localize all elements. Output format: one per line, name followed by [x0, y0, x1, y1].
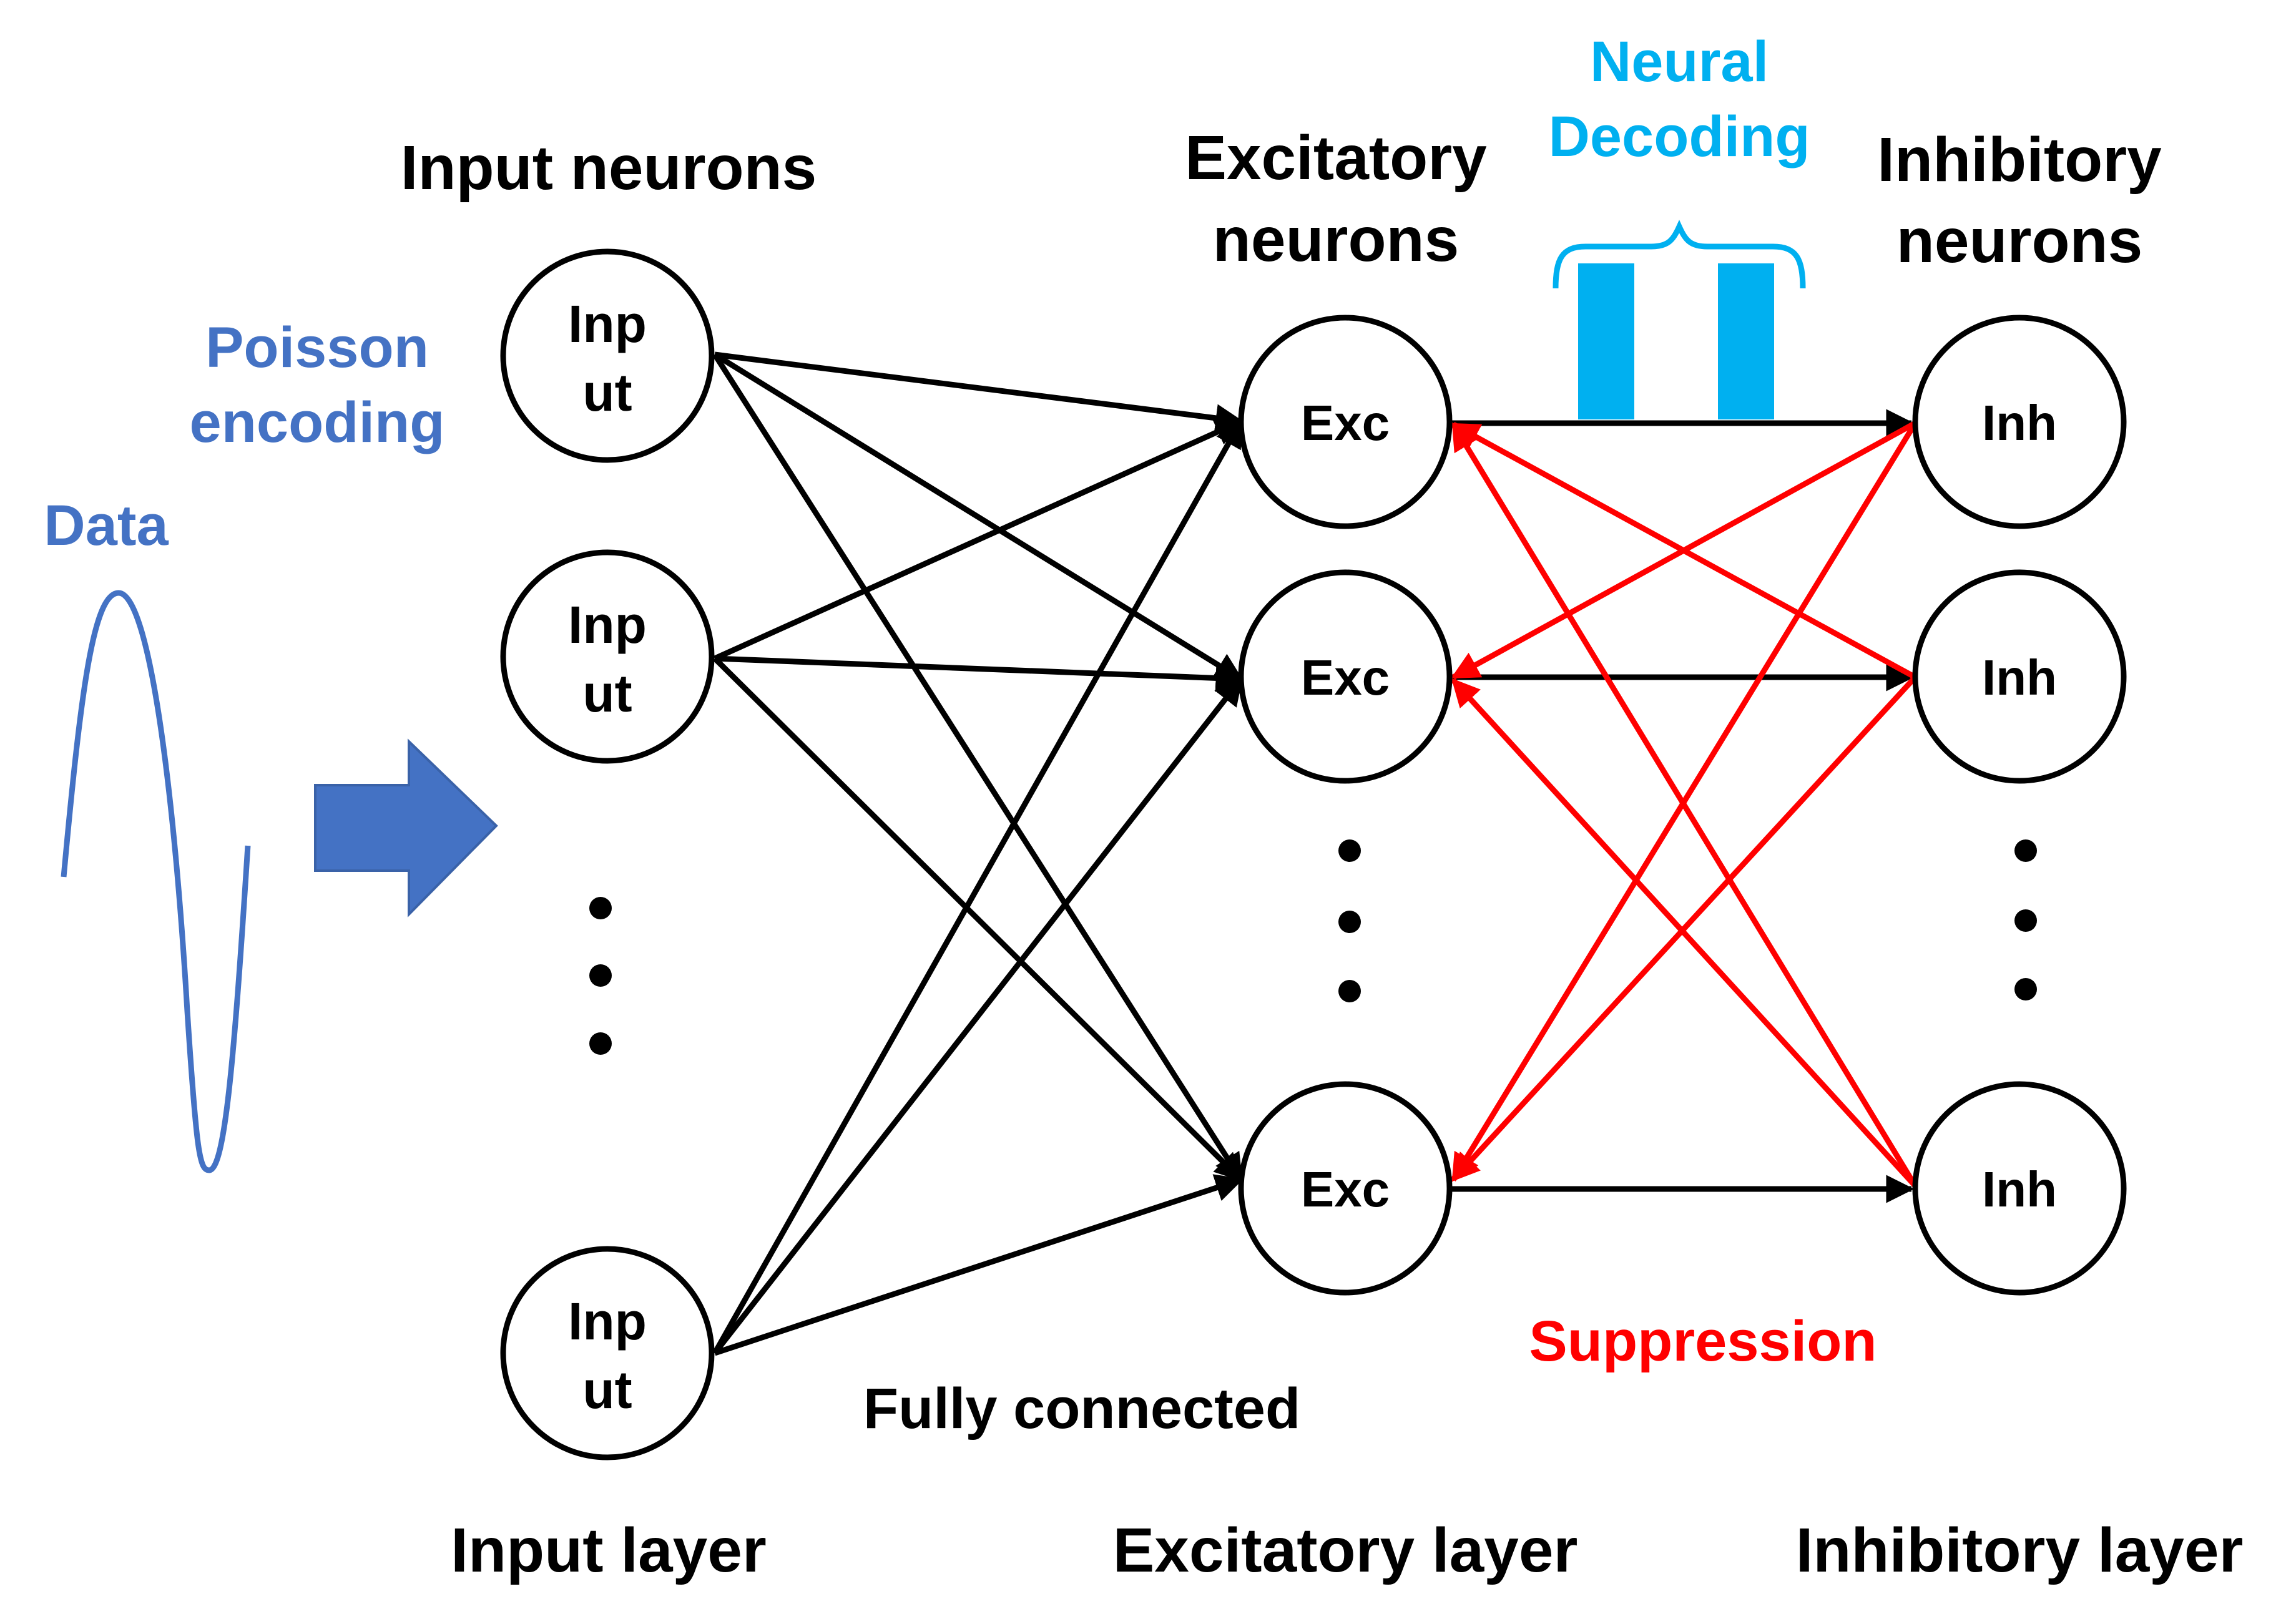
excitatory-node-1: Exc [1238, 315, 1453, 529]
svg-text:ut: ut [582, 363, 632, 422]
svg-text:Inh: Inh [1982, 650, 2057, 705]
inhibitory-ellipsis [2014, 839, 2037, 1000]
inhibitory-node-1: Inh [1912, 315, 2127, 529]
neural-decoding-label-line1: Neural [1590, 30, 1769, 94]
suppression-label: Suppression [1529, 1309, 1877, 1373]
excitatory-node-2: Exc [1238, 569, 1453, 784]
excitatory-neurons-header-line2: neurons [1213, 205, 1459, 275]
inhibitory-node-n: Inh [1912, 1081, 2127, 1296]
excitatory-ellipsis [1338, 839, 1361, 1002]
svg-text:Exc: Exc [1301, 650, 1390, 705]
decoding-brace [1553, 220, 1806, 289]
input-ellipsis [589, 897, 612, 1055]
fully-connected-label: Fully connected [863, 1377, 1300, 1441]
poisson-encoding-label-line1: Poisson [205, 316, 429, 379]
inhibitory-neurons-header-line1: Inhibitory [1877, 125, 2162, 195]
input-node-n: Inp ut [500, 1246, 715, 1460]
inhibitory-node-2: Inh [1912, 569, 2127, 784]
inhibitory-layer-label: Inhibitory layer [1796, 1515, 2244, 1585]
svg-text:ut: ut [582, 664, 632, 723]
svg-text:ut: ut [582, 1361, 632, 1419]
data-label: Data [44, 494, 169, 557]
input-node-1: Inp ut [500, 248, 715, 463]
input-to-excitatory-edges [712, 351, 1244, 1356]
svg-text:Inp: Inp [568, 595, 647, 654]
suppression-edges [1451, 421, 1918, 1188]
data-waveform [61, 590, 251, 1173]
svg-text:Inh: Inh [1982, 395, 2057, 451]
excitatory-neurons-header-line1: Excitatory [1185, 123, 1487, 193]
inhibitory-neurons-header-line2: neurons [1896, 206, 2142, 276]
input-layer-label: Input layer [451, 1515, 767, 1585]
input-neurons-header: Input neurons [401, 133, 817, 203]
excitatory-to-inhibitory-edges [1451, 409, 1915, 1203]
svg-text:Inh: Inh [1982, 1162, 2057, 1217]
excitatory-node-n: Exc [1238, 1081, 1453, 1296]
svg-text:Exc: Exc [1301, 395, 1390, 451]
decoding-spike-bar-2 [1718, 263, 1774, 419]
svg-text:Exc: Exc [1301, 1162, 1390, 1217]
svg-text:Inp: Inp [568, 1292, 647, 1351]
input-node-2: Inp ut [500, 549, 715, 764]
excitatory-layer-label: Excitatory layer [1113, 1515, 1578, 1585]
neural-decoding-label-line2: Decoding [1548, 105, 1810, 169]
encoding-arrow-icon [314, 738, 498, 917]
poisson-encoding-label-line2: encoding [190, 391, 445, 454]
svg-text:Inp: Inp [568, 295, 647, 353]
decoding-spike-bar-1 [1578, 263, 1634, 419]
